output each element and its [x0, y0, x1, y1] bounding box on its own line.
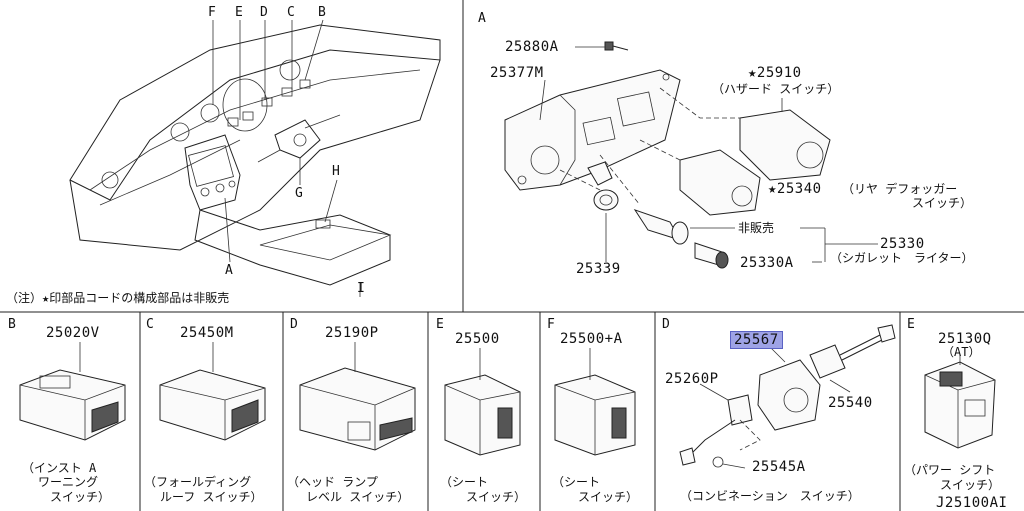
power-shift-switch-illustration — [924, 355, 996, 449]
not-for-sale-label: 非販売 — [738, 221, 775, 235]
power-shift-desc-1: （パワー シフト — [904, 463, 996, 477]
panel-f-part: 25500+A — [560, 331, 623, 347]
panel-f-letter: F — [547, 317, 555, 332]
dashboard-illustration — [69, 19, 441, 297]
power-shift-desc-2: スイッチ） — [940, 478, 1001, 492]
panel-b-desc-2: ワーニング — [38, 475, 99, 489]
part-25340: ★25340 — [768, 181, 822, 197]
section-a-letter: A — [478, 11, 486, 26]
part-25130q: 25130Q — [938, 331, 992, 347]
callout-g: G — [295, 186, 303, 201]
panel-c-part: 25450M — [180, 325, 234, 341]
panel-c-desc-1: （フォールディング — [144, 475, 252, 489]
footnote-not-for-sale: （注）★印部品コードの構成部品は非販売 — [6, 291, 230, 305]
panel-f-desc-1: （シート — [552, 475, 601, 489]
part-25545a: 25545A — [752, 459, 806, 475]
part-25910: ★25910 — [748, 65, 802, 81]
callout-h: H — [332, 164, 340, 179]
callout-e: E — [235, 5, 243, 20]
part-25330a: 25330A — [740, 255, 794, 271]
switch-d-illustration — [299, 342, 416, 451]
panel-c-desc-2: ルーフ スイッチ） — [160, 490, 263, 504]
part-25880a: 25880A — [505, 39, 559, 55]
callout-a: A — [225, 263, 233, 278]
section-a-illustration — [504, 41, 878, 269]
part-25340-desc-2: スイッチ） — [912, 196, 973, 210]
panel-d-part: 25190P — [325, 325, 379, 341]
section-e2-letter: E — [907, 317, 915, 332]
part-25910-desc: （ハザード スイッチ） — [712, 82, 840, 96]
part-25339: 25339 — [576, 261, 621, 277]
panel-b-part: 25020V — [46, 325, 100, 341]
panel-e-desc-1: （シート — [440, 475, 489, 489]
panel-e-letter: E — [436, 317, 444, 332]
callout-i: I — [357, 281, 365, 296]
panel-d-desc-2: レベル スイッチ） — [306, 490, 410, 504]
switch-e-illustration — [444, 348, 521, 456]
combination-switch-desc: （コンビネーション スイッチ） — [680, 489, 860, 503]
panel-f-desc-2: スイッチ） — [578, 490, 639, 504]
panel-b-desc-1: （インスト A — [22, 461, 97, 475]
switch-b-illustration — [19, 342, 126, 441]
panel-b-letter: B — [8, 317, 16, 332]
callout-d: D — [260, 5, 268, 20]
part-25330-desc: （シガレット ライター） — [830, 251, 974, 265]
drawing-code: J25100AI — [936, 495, 1008, 511]
panel-e-desc-2: スイッチ） — [466, 490, 527, 504]
part-25540: 25540 — [828, 395, 873, 411]
panel-e-part: 25500 — [455, 331, 500, 347]
callout-b: B — [318, 5, 326, 20]
part-25377m: 25377M — [490, 65, 544, 81]
combination-switch-illustration — [679, 324, 896, 469]
part-25130q-sub: （AT） — [942, 345, 981, 359]
panel-b-desc-3: スイッチ） — [50, 490, 111, 504]
part-25260p: 25260P — [665, 371, 719, 387]
section-d2-letter: D — [662, 317, 670, 332]
callout-c: C — [287, 5, 295, 20]
highlighted-part-25567[interactable]: 25567 — [730, 331, 783, 349]
callout-f: F — [208, 5, 216, 20]
part-25330: 25330 — [880, 236, 925, 252]
part-25340-desc-1: （リヤ デフォッガー — [842, 182, 958, 196]
panel-d-letter: D — [290, 317, 298, 332]
panel-c-letter: C — [146, 317, 154, 332]
switch-f-illustration — [554, 348, 636, 456]
switch-c-illustration — [159, 342, 266, 441]
panel-d-desc-1: （ヘッド ランプ — [287, 475, 378, 489]
